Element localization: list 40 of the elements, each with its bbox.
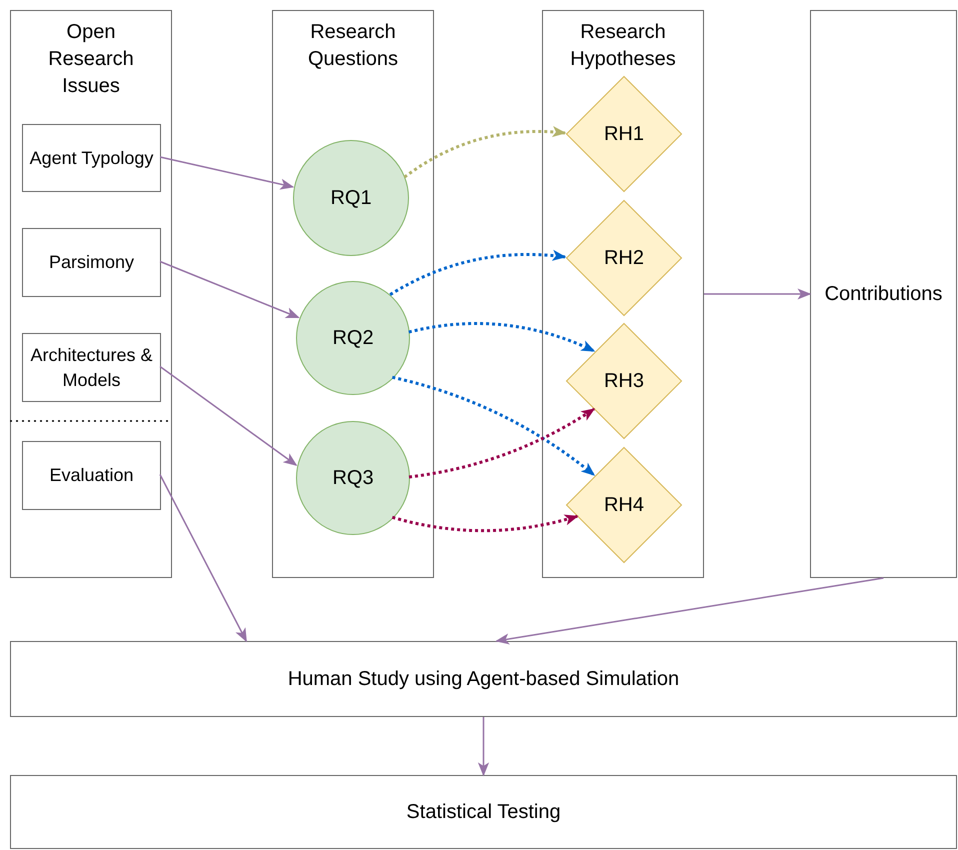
arrow [408, 408, 596, 478]
process-box [22, 333, 161, 402]
node-label: Architectures & Models [29, 344, 154, 392]
node-label: RH1 [604, 122, 644, 146]
node-label: RH3 [604, 370, 644, 392]
node-label: Contributions [824, 282, 944, 306]
arrow [392, 376, 596, 476]
arrow [404, 126, 566, 178]
arrow [389, 250, 566, 296]
arrow [392, 514, 579, 532]
node-label: RQ3 [332, 466, 374, 490]
arrow [159, 474, 247, 642]
node-label: Human Study using Agent-based Simulation [286, 666, 680, 692]
process-box [10, 641, 957, 717]
arrow [408, 322, 596, 352]
arrow [160, 260, 300, 318]
column-panel [810, 10, 957, 578]
node-label: RQ2 [332, 326, 374, 350]
arrow [160, 366, 298, 466]
process-box [10, 775, 957, 849]
arrow [160, 156, 294, 190]
column-heading: Open Research Issues [47, 20, 135, 99]
arrow [495, 577, 884, 644]
process-box [22, 228, 161, 297]
process-box [22, 441, 161, 510]
node-label: RH2 [604, 246, 644, 270]
column-panel [542, 10, 704, 578]
node-label: Statistical Testing [405, 800, 562, 824]
arrow [478, 717, 490, 776]
column-panel [272, 10, 434, 578]
column-heading: Research Hypotheses [569, 20, 677, 72]
node-label: Agent Typology [28, 146, 154, 170]
node-label: Evaluation [48, 464, 135, 487]
node-label: Parsimony [48, 251, 136, 274]
node-label: RQ1 [330, 186, 372, 210]
process-box [22, 124, 161, 192]
column-heading: Research Questions [306, 20, 400, 72]
node-label: RH4 [604, 494, 644, 516]
arrow [704, 288, 812, 300]
column-panel [10, 10, 172, 578]
